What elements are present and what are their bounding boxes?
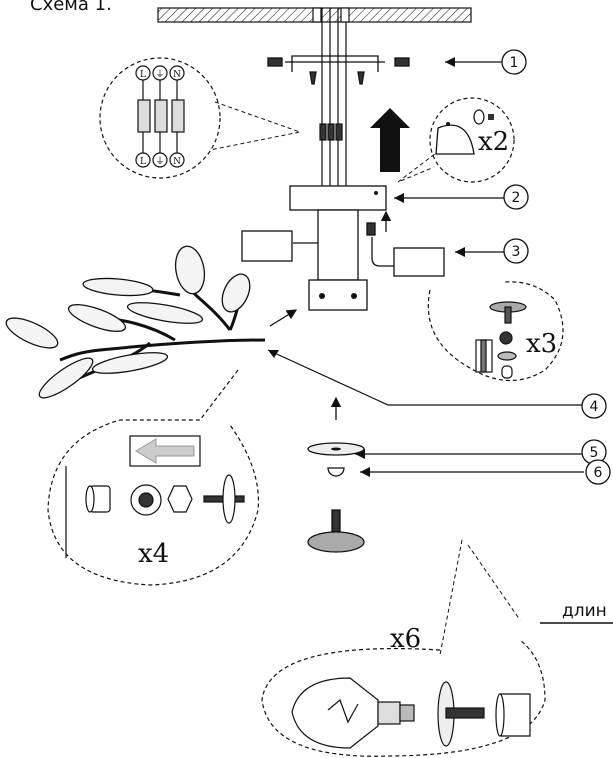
callout-3: 3 xyxy=(455,238,529,264)
socket-multiplier: x3 xyxy=(526,329,557,359)
scheme-title: Схема 1. xyxy=(30,0,112,15)
glass-disc xyxy=(307,442,365,456)
up-arrow-icon xyxy=(370,108,410,172)
callout-number: 5 xyxy=(590,445,599,461)
terminal-label-ground-bottom: ⏚ xyxy=(155,156,164,167)
length-label: длин xyxy=(562,601,607,621)
callout-1: 1 xyxy=(445,49,527,75)
callout-number: 1 xyxy=(510,55,519,71)
arm-multiplier: x4 xyxy=(138,539,169,569)
cap-screw-detail: x2 xyxy=(397,97,515,183)
screw-multiplier: x2 xyxy=(478,127,509,157)
callout-number: 3 xyxy=(512,244,521,260)
callout-6: 6 xyxy=(360,459,611,485)
terminal-label-n-bottom: N xyxy=(173,157,181,167)
callout-number: 2 xyxy=(512,190,521,206)
socket-arm xyxy=(366,210,445,277)
terminal-block-detail: L ⏚ N L ⏚ N xyxy=(99,57,302,179)
socket-parts-detail: x3 xyxy=(427,281,564,382)
callout-2: 2 xyxy=(394,184,529,210)
arm-parts-detail: x4 xyxy=(47,369,260,586)
socket-cap xyxy=(307,467,365,553)
supply-wires xyxy=(312,7,350,188)
terminal-label-l: L xyxy=(140,70,146,80)
callout-number: 4 xyxy=(590,399,599,415)
callout-number: 6 xyxy=(594,465,603,481)
callout-5: 5 xyxy=(355,439,607,465)
mounting-bracket xyxy=(267,55,410,85)
terminal-label-n: N xyxy=(173,70,181,80)
callout-4: 4 xyxy=(267,349,607,419)
terminal-label-l-bottom: L xyxy=(140,157,146,167)
canopy xyxy=(241,185,387,311)
bulb-detail: x6 xyxy=(261,539,546,757)
terminal-label-ground: ⏚ xyxy=(155,69,164,80)
bulb-multiplier: x6 xyxy=(390,624,421,654)
leaf-arm xyxy=(5,245,298,399)
